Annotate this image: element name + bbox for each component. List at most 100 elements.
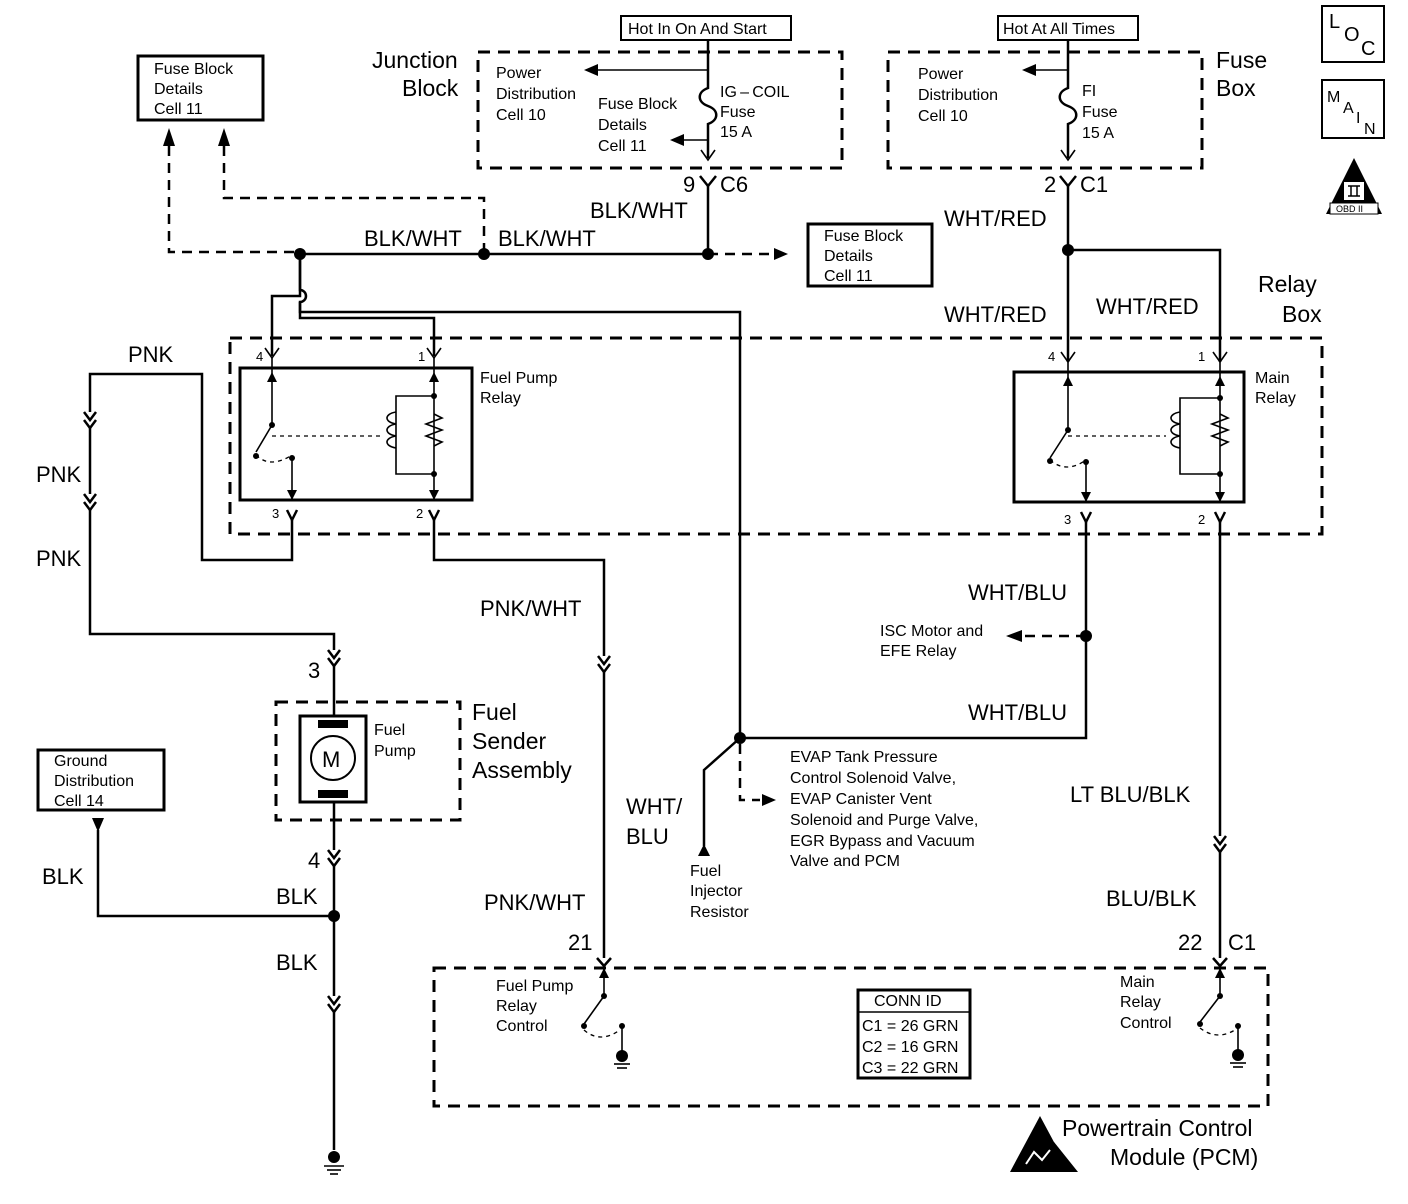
relay-box — [228, 336, 1324, 536]
evap-label-5: EGR Bypass and Vacuum — [790, 833, 975, 850]
injector-label-3: Resistor — [690, 904, 749, 921]
ig-coil-fuse-name: IG – COIL — [720, 84, 790, 101]
esd-warning-icon — [1010, 1116, 1078, 1172]
conn-id-title: CONN ID — [874, 993, 942, 1010]
fb-pin-2: 2 — [1044, 172, 1056, 197]
jb-power-dist-2: Distribution — [496, 86, 576, 103]
junction-block-title-1: Junction — [372, 47, 458, 73]
fp-ctrl-1: Fuel Pump — [496, 978, 573, 995]
loc-letter-o: O — [1344, 24, 1360, 46]
ig-coil-fuse — [698, 52, 718, 158]
main-letter-a: A — [1343, 100, 1354, 117]
pcm-box — [432, 966, 1270, 1108]
pcm-pin-21: 21 — [568, 930, 592, 955]
main-letter-i: I — [1356, 110, 1360, 127]
fp-ctrl-3: Control — [496, 1018, 548, 1035]
junction-block-title-2: Block — [402, 75, 459, 101]
evap-label-6: Valve and PCM — [790, 853, 900, 870]
fuel-pump-relay: Fuel Pump Relay 4 1 3 2 — [238, 347, 557, 521]
obd-ii-icon: OBD II — [1326, 158, 1382, 215]
fpr-pin-3: 3 — [272, 506, 279, 521]
motor-symbol: M — [322, 747, 340, 772]
wire-blk-2: BLK — [276, 884, 318, 909]
main-symbol: M A I N — [1321, 79, 1385, 139]
hot-run-box — [620, 15, 792, 41]
wire-pnk-3: PNK — [36, 546, 82, 571]
injector-label-1: Fuel — [690, 863, 721, 880]
evap-label-1: EVAP Tank Pressure — [790, 749, 938, 766]
jb-fuse-ref-1: Fuse Block — [598, 96, 678, 113]
fpr-pin-4: 4 — [256, 349, 263, 364]
fuel-sender-title-2: Sender — [472, 728, 547, 754]
wire-wht-blu-3b: BLU — [626, 824, 669, 849]
hot-run-label: Hot In On And Start — [628, 21, 767, 38]
obd-label: OBD II — [1336, 204, 1363, 214]
main-relay-control: Main Relay Control — [1120, 966, 1246, 1068]
main-letter-n: N — [1364, 121, 1376, 138]
loc-symbol: L O C — [1321, 5, 1385, 63]
isc-label-1: ISC Motor and — [880, 623, 983, 640]
wire-wht-red-3: WHT/RED — [1096, 294, 1199, 319]
pcm-conn-c1: C1 — [1228, 930, 1256, 955]
fi-fuse — [1058, 52, 1078, 158]
main-relay-label-1: Main — [1255, 370, 1290, 387]
blk-ground-wire — [96, 830, 334, 918]
ground-dist-2: Distribution — [54, 773, 134, 790]
fuse-box-title-2: Box — [1216, 75, 1256, 101]
fuel-pump-motor: M — [298, 714, 368, 804]
wire-blk-wht-right: BLK/WHT — [498, 226, 596, 251]
wire-wht-blu-1: WHT/BLU — [968, 580, 1067, 605]
fuse-box: Fuse Box Power Distribution Cell 10 FI F… — [886, 47, 1267, 170]
ground-dist-ref — [36, 748, 166, 812]
pcm-title-1: Powertrain Control — [1062, 1115, 1252, 1141]
ig-coil-fuse-word: Fuse — [720, 104, 756, 121]
pnk-wire — [88, 372, 294, 562]
wire-pnk-wht-2: PNK/WHT — [484, 890, 585, 915]
mr-pin-2: 2 — [1198, 512, 1205, 527]
pnk-wht-wire — [432, 520, 606, 656]
wire-blk-1: BLK — [42, 864, 84, 889]
main-ctrl-1: Main — [1120, 974, 1155, 991]
main-letter-m: M — [1327, 89, 1340, 106]
wire-pnk-1: PNK — [128, 342, 174, 367]
fuse-block-ref-mid — [806, 222, 934, 288]
fuel-pump-relay-control: Fuel Pump Relay Control — [496, 966, 630, 1069]
wire-blu-blk: BLU/BLK — [1106, 886, 1197, 911]
main-relay-label-2: Relay — [1255, 390, 1296, 407]
loc-letter-l: L — [1329, 11, 1340, 33]
relay-box-title-1: Relay — [1258, 271, 1317, 297]
mr-pin-4: 4 — [1048, 349, 1055, 364]
wire-pnk-2: PNK — [36, 462, 82, 487]
fuse-block-left-2: Details — [154, 81, 203, 98]
main-ctrl-2: Relay — [1120, 994, 1161, 1011]
evap-label-4: Solenoid and Purge Valve, — [790, 812, 978, 829]
jb-power-dist-1: Power — [496, 65, 542, 82]
fuel-sender-title-1: Fuel — [472, 699, 517, 725]
jb-pin-9: 9 — [683, 172, 695, 197]
fb-power-dist-1: Power — [918, 66, 964, 83]
fb-power-dist-2: Distribution — [918, 87, 998, 104]
mr-pin-1: 1 — [1198, 349, 1205, 364]
ground-dist-1: Ground — [54, 753, 107, 770]
jb-fuse-ref-2: Details — [598, 117, 647, 134]
fpr-pin-1: 1 — [418, 349, 425, 364]
fuel-pump-label-1: Fuel — [374, 722, 405, 739]
fb-power-dist-arrow — [1022, 64, 1036, 76]
fb-conn-c1: C1 — [1080, 172, 1108, 197]
pcm-title-2: Module (PCM) — [1110, 1144, 1258, 1170]
main-relay: Main Relay 4 1 3 2 — [1012, 349, 1296, 527]
fi-fuse-word: Fuse — [1082, 104, 1118, 121]
fuel-sender-title-3: Assembly — [472, 757, 572, 783]
conn-id-c3: C3 = 22 GRN — [862, 1060, 958, 1077]
jb-fuse-ref-arrow — [670, 134, 684, 146]
ig-coil-fuse-rating: 15 A — [720, 124, 752, 141]
fuel-sender-assembly — [274, 700, 462, 822]
wire-lt-blu-blk: LT BLU/BLK — [1070, 782, 1191, 807]
mr-pin-3: 3 — [1064, 512, 1071, 527]
wire-blk-wht-left: BLK/WHT — [364, 226, 462, 251]
fuel-pump-label-2: Pump — [374, 743, 416, 760]
fp-ctrl-2: Relay — [496, 998, 537, 1015]
fuse-block-mid-1: Fuse Block — [824, 228, 904, 245]
fi-fuse-rating: 15 A — [1082, 125, 1114, 142]
